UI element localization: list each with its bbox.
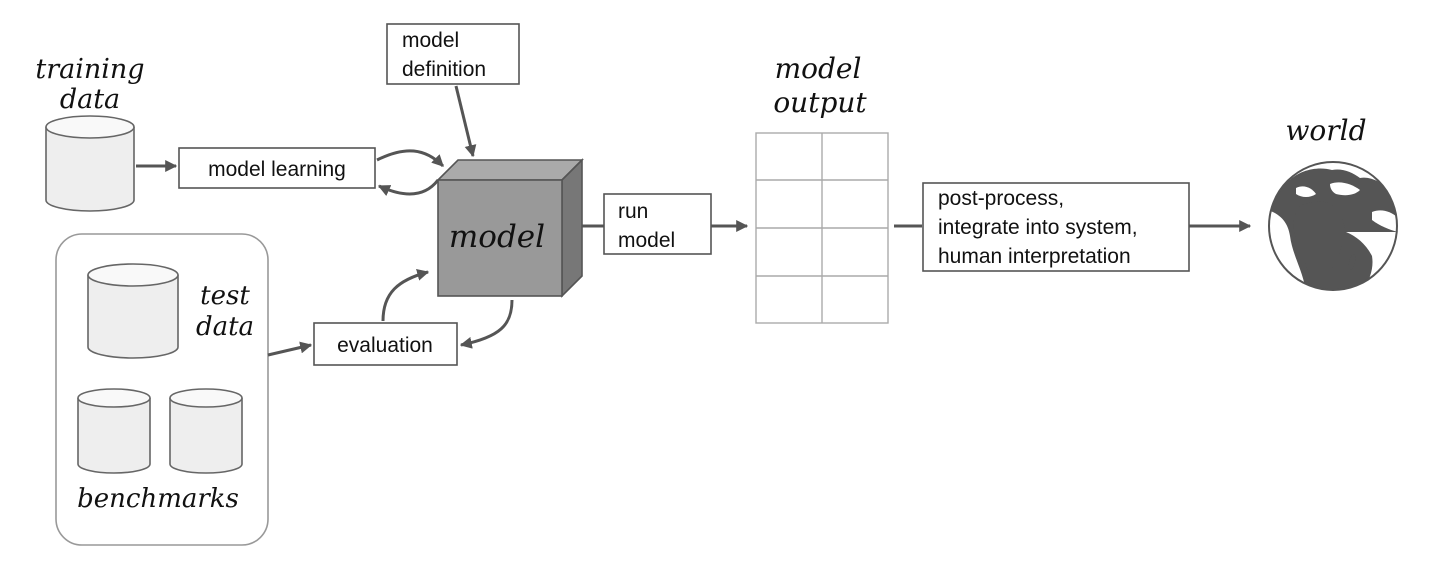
- run-model-label-line2: model: [618, 229, 675, 252]
- model-cube-front: [437, 179, 563, 297]
- training-data-label-line2: data: [60, 84, 120, 115]
- test-data-label-line2: data: [196, 312, 254, 342]
- evaluation-box: evaluation: [313, 322, 458, 366]
- post-process-line2: integrate into system,: [938, 216, 1138, 239]
- post-process-box: post-process, integrate into system, hum…: [922, 182, 1190, 272]
- world-group: world: [1268, 114, 1398, 291]
- post-process-line3: human interpretation: [938, 245, 1131, 268]
- database-icon: [45, 115, 135, 212]
- arrow-evaluation-to-model: [381, 268, 430, 322]
- arrow-learning-to-model: [376, 149, 445, 168]
- arrow-model-to-evaluation: [459, 299, 514, 349]
- training-data-label-line1: training: [35, 54, 144, 85]
- model-output-label-line1: model: [775, 52, 862, 85]
- model-definition-label-line2: definition: [402, 58, 486, 81]
- database-icon: [87, 263, 179, 359]
- post-process-line1: post-process,: [938, 187, 1064, 210]
- arrow-test-to-evaluation: [267, 341, 313, 357]
- run-model-box: run model: [603, 193, 712, 255]
- world-label: world: [1285, 114, 1366, 147]
- model-cube-side: [561, 158, 583, 298]
- benchmarks-label: benchmarks: [77, 484, 239, 514]
- model-definition-label-line1: model: [402, 29, 459, 52]
- database-icon: [77, 388, 151, 474]
- training-data-group: training data: [35, 54, 145, 212]
- globe-icon: [1268, 161, 1398, 291]
- test-data-container: test data benchmarks: [55, 233, 269, 546]
- model-label: model: [449, 219, 545, 255]
- arrow-definition-to-model: [454, 85, 477, 158]
- run-model-label-line1: run: [618, 200, 648, 223]
- arrow-model-to-learning: [377, 179, 440, 196]
- model-definition-box: model definition: [386, 23, 520, 85]
- model-learning-box: model learning: [178, 147, 376, 189]
- output-table: [755, 132, 889, 324]
- model-cube: model: [436, 158, 584, 298]
- model-output-label-line2: output: [773, 86, 867, 119]
- database-icon: [169, 388, 243, 474]
- model-cube-top: [436, 159, 584, 181]
- model-learning-label: model learning: [208, 158, 346, 181]
- evaluation-label: evaluation: [337, 334, 433, 357]
- model-output-group: model output: [755, 52, 889, 324]
- test-data-label-line1: test: [200, 281, 250, 311]
